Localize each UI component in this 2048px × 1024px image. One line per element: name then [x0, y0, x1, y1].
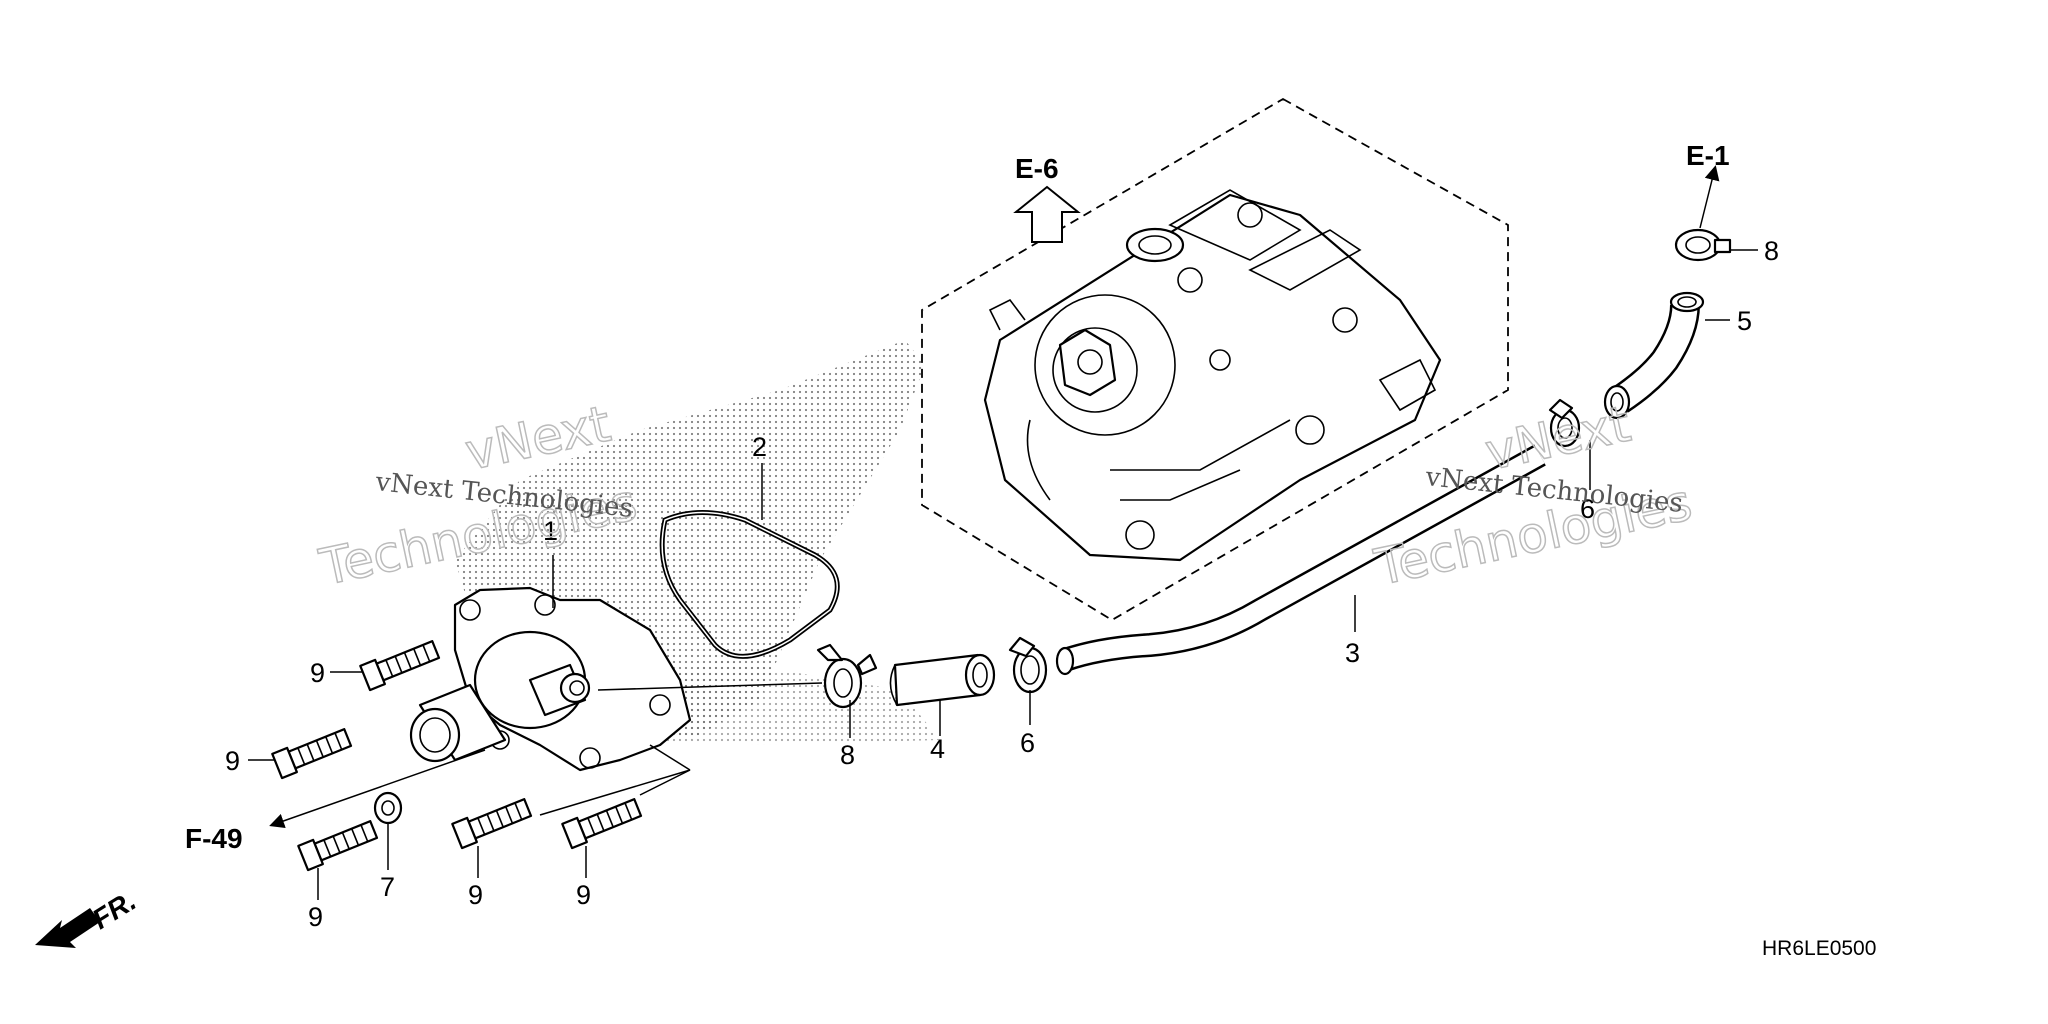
flange-bolt-illustrations — [271, 640, 643, 872]
crankcase-dashed-outline — [921, 97, 1509, 622]
crankcase-illustration — [983, 189, 1442, 562]
callout-8-upper: 8 — [1764, 236, 1779, 266]
callout-4: 4 — [930, 734, 945, 764]
callout-9-e: 9 — [576, 880, 591, 910]
curved-hose-illustration — [1603, 291, 1705, 420]
callout-1: 1 — [543, 516, 558, 546]
callout-6-lower: 6 — [1020, 728, 1035, 758]
hose-clamp-upper-illustration — [1674, 228, 1732, 262]
callout-2: 2 — [752, 432, 767, 462]
hose-clamp-lower-illustration — [816, 643, 878, 709]
callout-6-upper: 6 — [1580, 494, 1595, 524]
ref-f49: F-49 — [185, 823, 243, 854]
hose-clamp-6-upper-illustration — [1548, 398, 1581, 448]
callout-7: 7 — [380, 872, 395, 902]
callout-9-c: 9 — [308, 902, 323, 932]
callout-9-a: 9 — [310, 658, 325, 688]
front-direction-arrow-icon — [35, 908, 100, 948]
callout-9-b: 9 — [225, 746, 240, 776]
washer-illustration — [373, 791, 403, 825]
leader-lines — [248, 165, 1758, 900]
callout-3: 3 — [1345, 638, 1360, 668]
watermark-big-right-line1: vNext — [1480, 395, 1635, 482]
water-pump-illustration — [409, 586, 692, 772]
callout-9-d: 9 — [468, 880, 483, 910]
hose-clamp-6-lower-illustration — [1008, 636, 1048, 694]
diagram-code: HR6LE0500 — [1762, 937, 1876, 960]
callout-5: 5 — [1737, 306, 1752, 336]
arrow-up-outline-icon — [1013, 185, 1081, 243]
ref-e1: E-1 — [1686, 140, 1730, 171]
ref-e6: E-6 — [1015, 153, 1059, 184]
short-hose-illustration — [889, 653, 996, 707]
callout-8-lower: 8 — [840, 740, 855, 770]
direction-label: FR. — [87, 885, 142, 935]
water-pipe-illustration — [1055, 444, 1546, 676]
